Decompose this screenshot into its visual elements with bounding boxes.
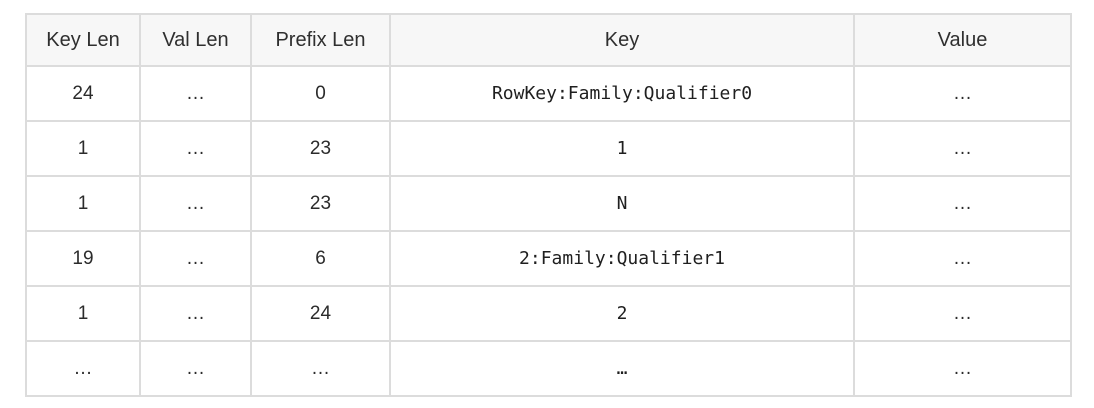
- cell-prefix-len: 23: [250, 120, 391, 177]
- table-row: 24 … 0 RowKey:Family:Qualifier0 …: [25, 65, 1072, 122]
- cell-prefix-len: 6: [250, 230, 391, 287]
- cell-val-len: …: [139, 65, 252, 122]
- cell-value: …: [853, 120, 1072, 177]
- cell-val-len: …: [139, 175, 252, 232]
- table-row: 1 … 23 N …: [25, 175, 1072, 232]
- cell-prefix-len: …: [250, 340, 391, 397]
- cell-key-len: 19: [25, 230, 141, 287]
- cell-prefix-len: 23: [250, 175, 391, 232]
- col-header-val-len: Val Len: [139, 13, 252, 67]
- cell-val-len: …: [139, 230, 252, 287]
- table-body: 24 … 0 RowKey:Family:Qualifier0 … 1 … 23…: [25, 65, 1072, 397]
- cell-key-len: 1: [25, 175, 141, 232]
- col-header-key: Key: [389, 13, 855, 67]
- cell-prefix-len: 24: [250, 285, 391, 342]
- col-header-value: Value: [853, 13, 1072, 67]
- cell-key: …: [389, 340, 855, 397]
- cell-value: …: [853, 285, 1072, 342]
- cell-key-len: 1: [25, 285, 141, 342]
- table-row: … … … … …: [25, 340, 1072, 397]
- cell-key: 2:Family:Qualifier1: [389, 230, 855, 287]
- col-header-prefix-len: Prefix Len: [250, 13, 391, 67]
- cell-key-len: …: [25, 340, 141, 397]
- cell-key: 1: [389, 120, 855, 177]
- key-value-block-table: Key Len Val Len Prefix Len Key Value 24 …: [25, 13, 1072, 397]
- cell-key: N: [389, 175, 855, 232]
- cell-val-len: …: [139, 120, 252, 177]
- cell-value: …: [853, 340, 1072, 397]
- table-row: 1 … 23 1 …: [25, 120, 1072, 177]
- cell-value: …: [853, 230, 1072, 287]
- header-row: Key Len Val Len Prefix Len Key Value: [25, 13, 1072, 67]
- cell-value: …: [853, 175, 1072, 232]
- cell-value: …: [853, 65, 1072, 122]
- cell-val-len: …: [139, 340, 252, 397]
- cell-prefix-len: 0: [250, 65, 391, 122]
- cell-key-len: 1: [25, 120, 141, 177]
- cell-val-len: …: [139, 285, 252, 342]
- cell-key: 2: [389, 285, 855, 342]
- col-header-key-len: Key Len: [25, 13, 141, 67]
- table-row: 1 … 24 2 …: [25, 285, 1072, 342]
- cell-key: RowKey:Family:Qualifier0: [389, 65, 855, 122]
- cell-key-len: 24: [25, 65, 141, 122]
- table-row: 19 … 6 2:Family:Qualifier1 …: [25, 230, 1072, 287]
- table-header: Key Len Val Len Prefix Len Key Value: [25, 13, 1072, 67]
